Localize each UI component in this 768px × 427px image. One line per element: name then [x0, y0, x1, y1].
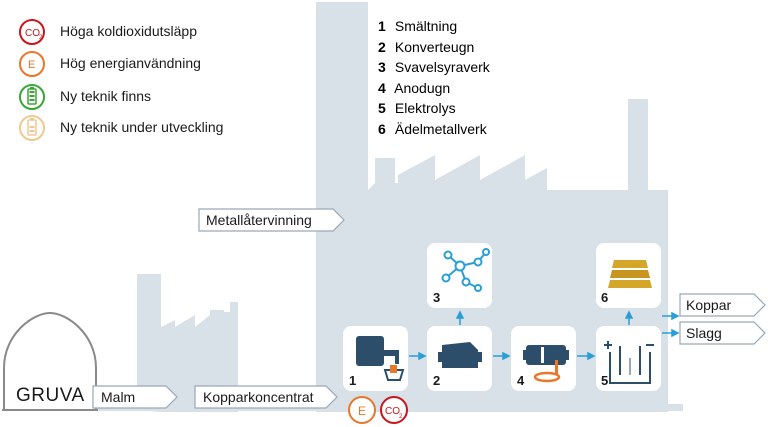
metal-recycling-label: Metallåtervinning — [206, 212, 312, 228]
metal-recycling-tag-shape — [198, 208, 345, 232]
smelting-furnace-icon — [356, 336, 405, 381]
svg-text:CO: CO — [385, 406, 400, 417]
legend-label-energy: Hög energianvändning — [60, 55, 201, 71]
converter-icon — [438, 342, 482, 368]
svg-text:2: 2 — [399, 414, 403, 420]
anode-furnace-icon — [523, 345, 569, 383]
step-item: 5 Elektrolys — [378, 100, 456, 116]
legend-label-new-tech: Ny teknik finns — [60, 88, 152, 104]
battery-green-circle-icon — [19, 84, 45, 110]
molecule-icon — [441, 248, 490, 292]
co2-badge-icon: CO 2 — [380, 396, 408, 424]
tile-5 — [596, 326, 661, 391]
concentrate-tag-shape — [194, 385, 338, 409]
co2-red-circle-icon: CO 2 — [19, 19, 45, 45]
copper-tag-shape — [679, 293, 766, 317]
main-factory-silhouette — [316, 2, 668, 412]
svg-text:CO: CO — [25, 28, 40, 39]
copper-label: Koppar — [686, 297, 732, 313]
svg-text:E: E — [28, 59, 35, 71]
tile-number-3: 3 — [433, 290, 441, 305]
svg-text:E: E — [358, 404, 366, 418]
step-item: 4 Anodugn — [378, 79, 451, 96]
tile-number-4: 4 — [517, 373, 525, 388]
step-item: 6 Ädelmetallverk — [378, 120, 487, 137]
electrolysis-icon — [604, 341, 654, 384]
tile-number-5: 5 — [601, 373, 609, 388]
tile-number-2: 2 — [433, 373, 441, 388]
slag-tag-shape — [679, 321, 766, 345]
legend-label-co2: Höga koldioxidutsläpp — [60, 23, 197, 39]
svg-text:2: 2 — [39, 35, 43, 41]
step-item: 1 Smältning — [378, 18, 458, 34]
ore-label: Malm — [101, 389, 136, 405]
ore-tag-shape — [92, 385, 178, 409]
slag-label: Slagg — [686, 325, 722, 341]
mine-label: GRUVA — [16, 385, 85, 406]
tile-number-1: 1 — [349, 373, 357, 388]
battery-beige-circle-icon — [19, 115, 45, 141]
energy-badge-icon: E — [348, 396, 376, 424]
mine-dome — [3, 311, 97, 410]
process-step-list: 1 Smältning 2 Konverteugn 3 Svavelsyrave… — [378, 16, 490, 139]
step-item: 3 Svavelsyraverk — [378, 59, 490, 75]
tile-number-6: 6 — [601, 290, 609, 305]
gold-bars-icon — [608, 260, 652, 288]
step-item: 2 Konverteugn — [378, 38, 475, 55]
e-orange-circle-icon: E — [19, 51, 45, 77]
small-factory-silhouette — [137, 274, 238, 412]
process-arrows — [409, 310, 680, 361]
concentrate-label: Kopparkoncentrat — [203, 389, 314, 405]
legend-label-tech-in-development: Ny teknik under utveckling — [60, 119, 224, 135]
